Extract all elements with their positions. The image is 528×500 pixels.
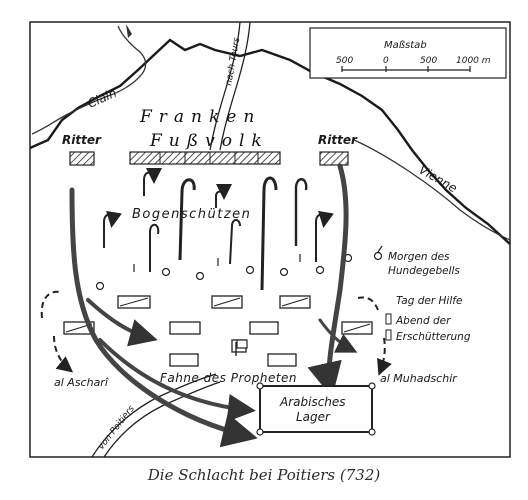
river-clain: [31, 25, 147, 135]
road-tours-label: nach Tours: [224, 37, 242, 87]
legend-tag: Tag der Hilfe: [396, 295, 462, 307]
road-poitiers-label: von Poitiers: [96, 404, 137, 452]
legend-morgen-2: Hundegebells: [388, 265, 460, 277]
river-arrow-icon: [126, 24, 132, 38]
lager-label-1: Arabisches: [279, 395, 346, 409]
fussvolk-label: Fußvolk: [149, 131, 269, 151]
legend: Morgen des Hundegebells Tag der Hilfe Ab…: [373, 245, 471, 343]
scale-tick-2: 0: [383, 56, 389, 66]
arab-camp: [256, 382, 376, 436]
commander-left-label: al Ascharî: [54, 376, 109, 389]
road-tours: [209, 21, 241, 151]
ritter-right-block: [319, 151, 349, 166]
terrain-edge: [29, 38, 511, 245]
cavalry-sweeps: [69, 163, 358, 448]
river-clain-label: Clain: [86, 86, 119, 111]
road-poitiers: [91, 373, 217, 458]
scale-tick-4: 1000 m: [456, 56, 491, 66]
legend-abend-1: Abend der: [395, 315, 451, 327]
banner-icon: [235, 339, 248, 356]
archer-arrows: [103, 167, 334, 291]
map-caption: Die Schlacht bei Poitiers (732): [147, 466, 381, 484]
infantry-marks: [95, 253, 353, 291]
legend-abend-2: Erschütterung: [396, 331, 471, 343]
ritter-left-label: Ritter: [62, 133, 102, 147]
ritter-right-label: Ritter: [318, 133, 358, 147]
fussvolk-block: [129, 151, 281, 165]
bogenschuetzen-label: Bogenschützen: [132, 207, 251, 222]
scale-tick-1: 500: [336, 56, 353, 66]
river-vienne-label: Vienne: [417, 162, 460, 195]
lager-label-2: Lager: [296, 410, 331, 424]
commander-right-label: al Muhadschir: [380, 372, 458, 385]
river-vienne: [353, 139, 511, 241]
scale-title: Maßstab: [384, 40, 427, 51]
scale-tick-3: 500: [420, 56, 437, 66]
dashed-retreats: [40, 290, 392, 376]
legend-morgen-1: Morgen des: [388, 251, 450, 263]
fahne-label: Fahne des Propheten: [160, 371, 297, 385]
ritter-left-block: [69, 151, 95, 166]
franken-label: Franken: [139, 107, 261, 127]
